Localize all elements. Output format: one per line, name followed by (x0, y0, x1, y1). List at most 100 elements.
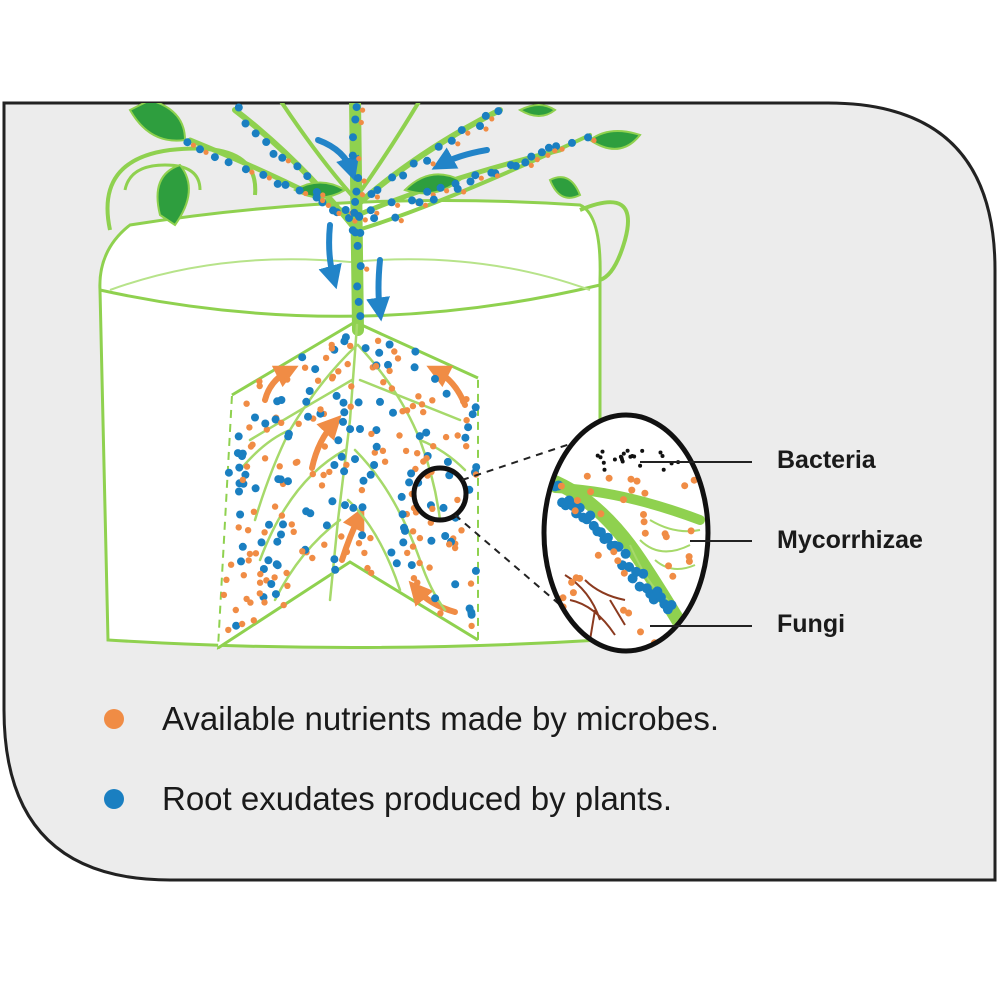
nutrient-dot (326, 468, 333, 476)
exudate-dot (537, 148, 546, 157)
bacteria-dot (621, 451, 626, 456)
arrow-down (315, 137, 360, 182)
bacteria-dot (602, 467, 607, 472)
exudate-dot (411, 347, 420, 356)
exudate-dot (334, 436, 343, 445)
nutrient-dot (322, 354, 330, 362)
exudate-dot (427, 536, 436, 545)
nutrient-dot (232, 606, 239, 614)
nutrient-dot (335, 368, 342, 375)
exudate-dot (366, 206, 375, 215)
exudate-dot (399, 538, 408, 547)
exudate-dot (277, 530, 285, 539)
nutrient-dot (223, 576, 230, 583)
nutrient-dot (402, 447, 410, 455)
arrow-up (262, 365, 299, 403)
exudate-dot (409, 159, 418, 168)
exudate-dot (407, 561, 416, 570)
callout-label-bacteria: Bacteria (777, 446, 876, 474)
exudate-dot (312, 193, 321, 202)
exudate-dot (234, 103, 243, 112)
nutrient-dot (409, 543, 417, 550)
nutrient-dot (403, 407, 411, 414)
nutrient-dot (437, 610, 444, 617)
nutrient-dot (597, 510, 605, 518)
nutrient-dot (368, 569, 375, 577)
nutrient-dot (356, 156, 362, 162)
nutrient-dot (614, 557, 622, 565)
nutrient-dot (528, 162, 534, 168)
exudate-dot (511, 162, 520, 170)
exudate-dot (568, 138, 576, 147)
nutrient-dot (545, 152, 551, 158)
exudate-dot (358, 531, 367, 540)
nutrient-dot (325, 202, 331, 208)
nutrient-dot (442, 433, 450, 441)
exudate-dot (196, 145, 204, 154)
nutrient-dot (451, 544, 459, 552)
nutrient-dot (285, 158, 291, 164)
callout-label-mycorrhizae: Mycorrhizae (777, 526, 923, 554)
exudate-dot (259, 565, 268, 573)
nutrient-dot (372, 362, 380, 370)
exudate-dot (340, 408, 349, 417)
nutrient-dot (368, 430, 375, 438)
exudate-dot (521, 158, 530, 167)
nutrient-dot (381, 458, 389, 465)
nutrient-dot (344, 360, 351, 368)
nutrient-dot (318, 482, 326, 489)
exudate-dot (423, 187, 432, 196)
exudate-dot (224, 158, 233, 167)
nutrient-dot (246, 550, 254, 558)
nutrient-dot (203, 149, 209, 155)
exudate-dot (303, 172, 312, 181)
nutrient-dot (309, 470, 316, 478)
stem-exudate-dots (183, 103, 597, 321)
exudate-dot (439, 503, 448, 512)
zoom-detail (541, 412, 711, 654)
arrow-down (366, 257, 390, 322)
nutrient-dot (396, 432, 403, 439)
exudate-dot (442, 389, 451, 398)
exudate-dot (341, 501, 349, 510)
exudate-dot (351, 455, 359, 464)
nutrient-dot (478, 175, 484, 181)
exudate-dot (434, 142, 443, 151)
plant-leaves (128, 103, 642, 227)
nutrient-dot (321, 541, 328, 548)
nutrient-dot (252, 550, 260, 557)
exudate-dot (436, 183, 445, 192)
nutrient-dot (352, 218, 358, 224)
exudate-dot (330, 461, 339, 469)
exudate-dot (302, 397, 311, 406)
nutrient-dot (559, 146, 565, 152)
legend-dot-nutrients (104, 709, 124, 729)
exudate-dot (350, 208, 359, 217)
nutrient-dot (690, 476, 698, 484)
exudate-dot (387, 198, 396, 207)
nutrient-dot (620, 569, 628, 577)
leaf (548, 176, 582, 199)
nutrient-dot (261, 529, 268, 536)
legend-dot-exudates (104, 789, 124, 809)
nutrient-dot (415, 393, 422, 400)
zoom-ellipse-border (541, 412, 711, 654)
exudate-dot (359, 476, 368, 485)
nutrient-dot (271, 574, 278, 581)
exudate-dot (278, 153, 287, 162)
exudate-dot (471, 171, 480, 180)
nutrient-dot (336, 210, 342, 216)
bacteria-dot (660, 454, 665, 458)
exudate-dot (346, 425, 355, 434)
bacteria-dot (625, 448, 630, 453)
nutrient-dot (294, 458, 301, 466)
exudate-dot (422, 428, 431, 437)
exudate-dot (341, 206, 350, 214)
nutrient-dot (309, 554, 316, 562)
nutrient-dot (343, 548, 351, 556)
nutrient-dot (364, 564, 371, 572)
bacteria-dot (618, 454, 623, 459)
exudate-dot (238, 542, 247, 551)
nutrient-dot (627, 475, 635, 483)
nutrient-dot (374, 194, 380, 200)
